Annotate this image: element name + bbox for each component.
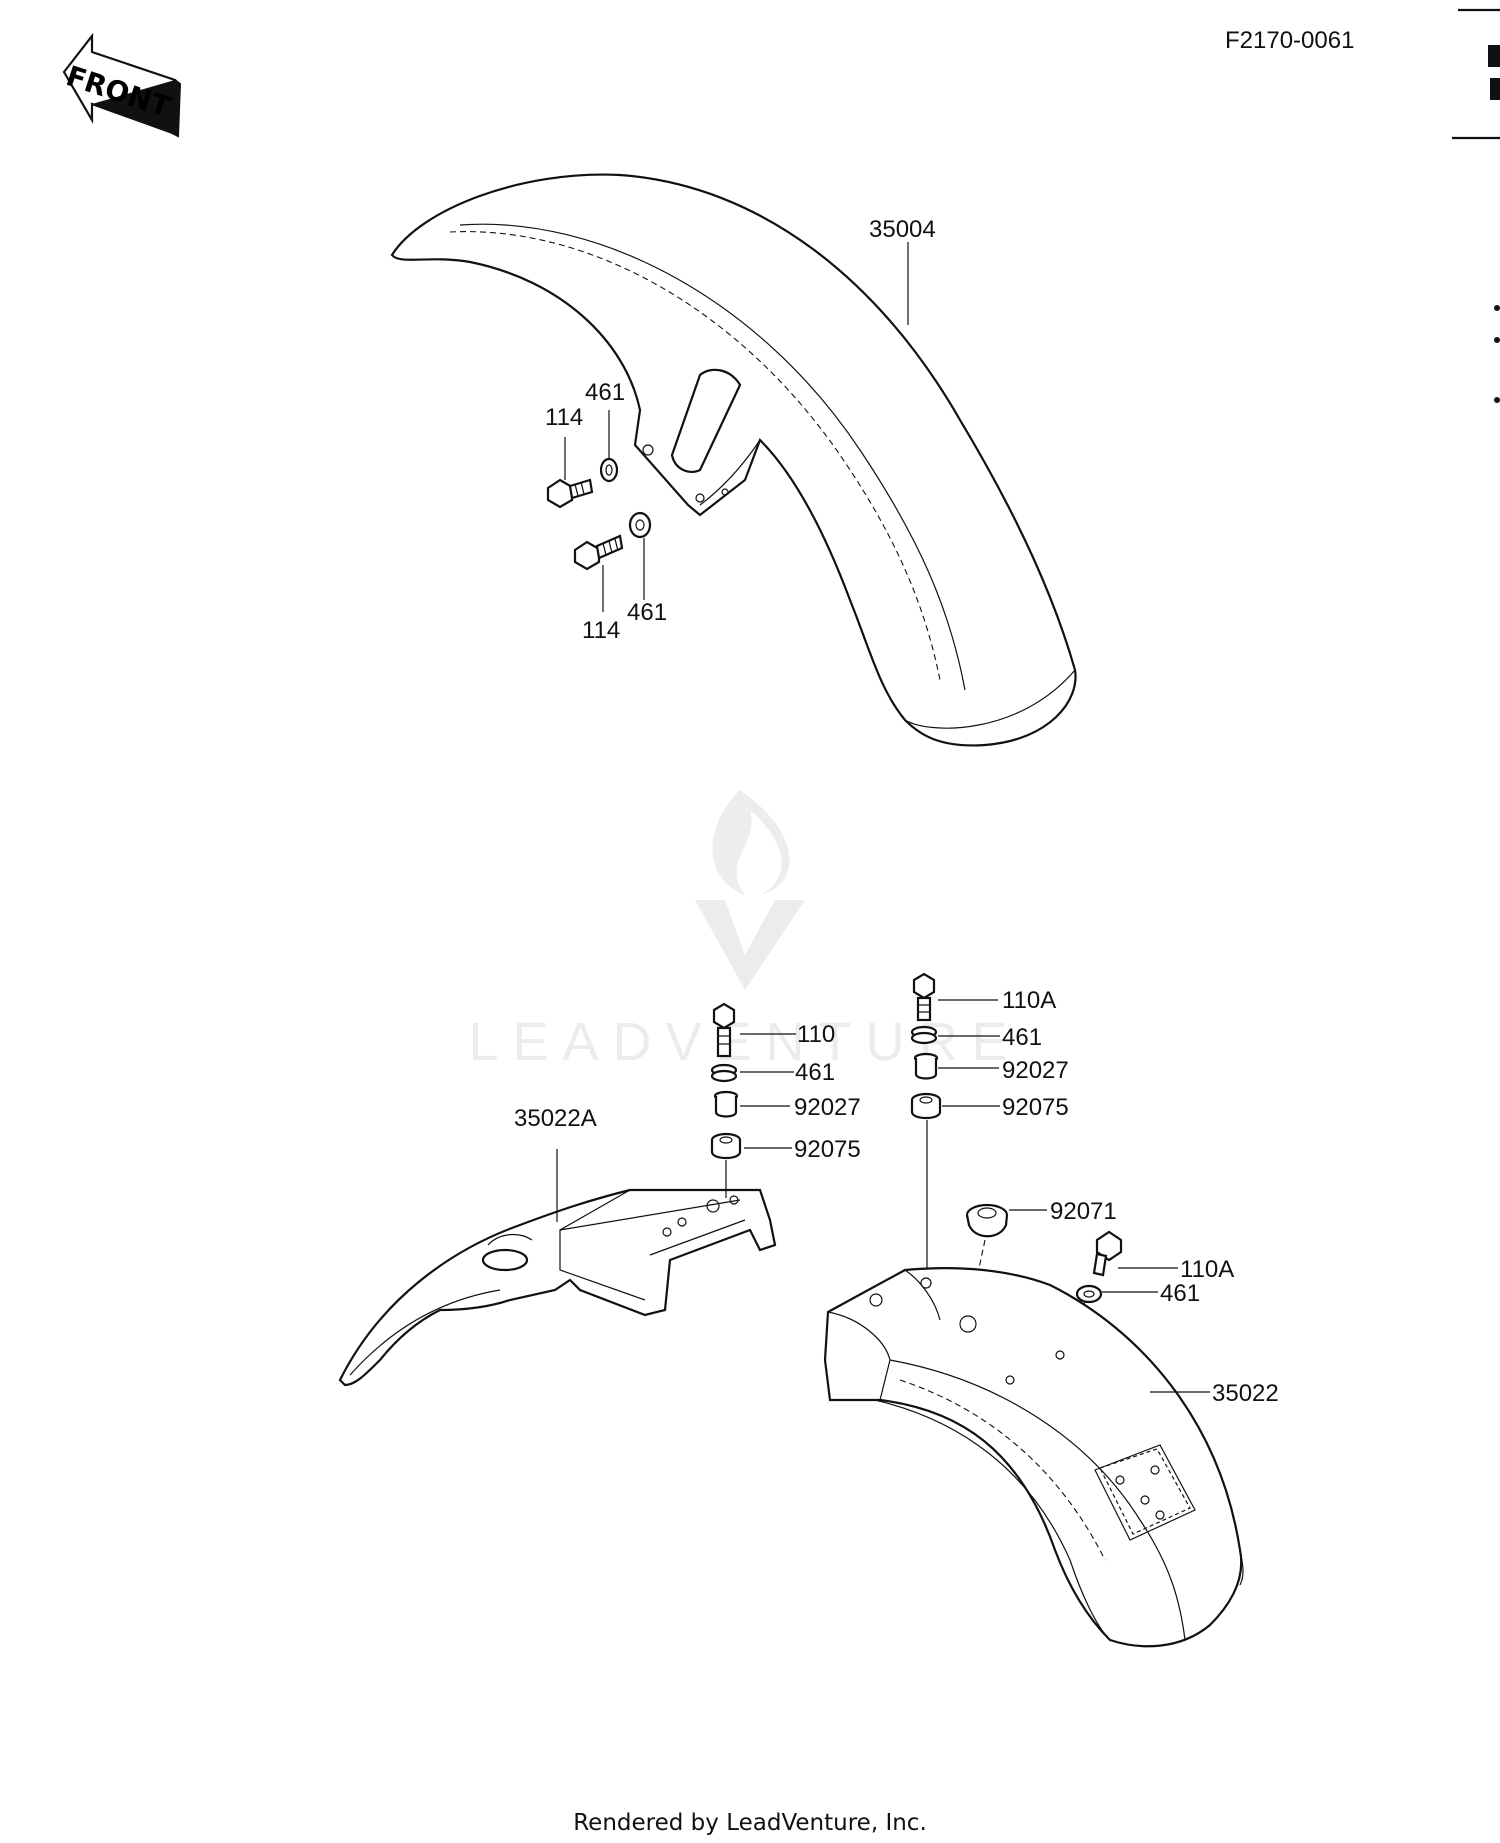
callout-35004: 35004 [869,216,936,243]
callout-461-upper: 461 [585,379,625,406]
footer-credit: Rendered by LeadVenture, Inc. [573,1810,927,1836]
callout-35022A: 35022A [514,1105,597,1132]
callout-35022: 35022 [1212,1380,1279,1407]
left-bolt-110 [712,1002,736,1058]
callout-92027-right: 92027 [1002,1057,1069,1084]
callout-461-lower: 461 [627,599,667,626]
rear-fender-35022 [823,1267,1244,1648]
callout-92027-left: 92027 [794,1094,861,1121]
left-washer-461 [710,1063,738,1083]
front-fender-35004 [390,173,1077,747]
front-direction-badge: FRONT [62,32,182,138]
callout-461-left: 461 [795,1059,835,1086]
callout-110A-top: 110A [1002,987,1056,1014]
callout-461-side: 461 [1160,1280,1200,1307]
front-bolt-upper-114 [546,478,594,509]
callout-114-lower: 114 [582,617,620,644]
side-bolt-110A [1092,1230,1123,1277]
callout-110A-side: 110A [1180,1256,1234,1283]
left-collar-92027 [713,1090,739,1118]
front-washer-lower-461 [628,511,652,539]
side-washer-461 [1075,1284,1103,1304]
right-damper-92075 [910,1092,942,1120]
rear-fender-front-section-35022A [338,1188,777,1387]
left-damper-92075 [710,1132,742,1160]
right-bolt-110A [912,972,936,1022]
callout-110: 110 [797,1021,835,1048]
watermark-text: LEADVENTURE [468,1012,1021,1072]
callout-114-upper: 114 [545,404,583,431]
front-washer-upper-461 [599,457,619,483]
reference-code: F2170-0061 [1225,27,1354,54]
grommet-92071 [965,1203,1009,1238]
page-edge-marks [1452,8,1500,403]
callout-461-right: 461 [1002,1024,1042,1051]
callout-92075-left: 92075 [794,1136,861,1163]
leadventure-watermark: LEADVENTURE [468,790,1021,1072]
right-collar-92027 [913,1052,939,1080]
callout-92075-right: 92075 [1002,1094,1069,1121]
callout-92071: 92071 [1050,1198,1117,1225]
right-washer-461 [910,1025,938,1045]
front-bolt-lower-114 [573,534,624,571]
